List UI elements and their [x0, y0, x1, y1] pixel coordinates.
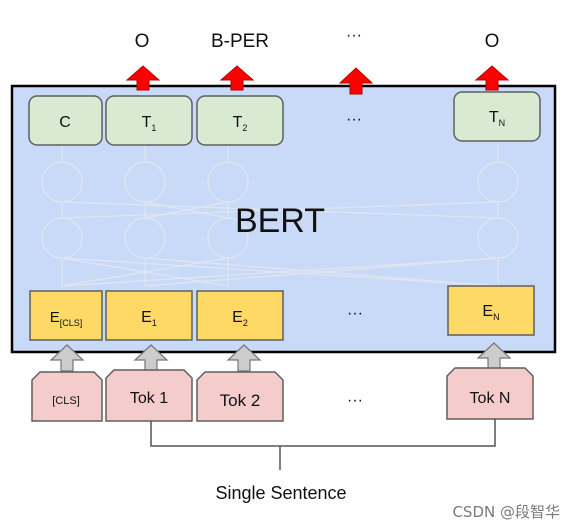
- t-row-ellipsis: ···: [346, 111, 362, 128]
- output-arrow-2: [219, 65, 255, 91]
- t-cell-2-label: T2: [233, 114, 248, 133]
- output-label-ellipsis: ···: [346, 27, 362, 44]
- token-ellipsis: ···: [347, 392, 363, 409]
- output-arrow-3: [338, 67, 374, 95]
- e-row: E[CLS] E1 E2 ··· EN: [29, 285, 535, 341]
- watermark: CSDN @段智华: [452, 503, 560, 521]
- e-cell-n: [447, 285, 535, 336]
- e-cell-n-label: EN: [482, 303, 499, 322]
- output-arrow-n: [474, 65, 510, 91]
- output-label-2: B-PER: [211, 31, 269, 52]
- e-cell-2: [196, 290, 284, 341]
- token-2-label: Tok 2: [220, 391, 261, 410]
- output-label-n: O: [485, 31, 500, 52]
- e-cell-cls: [29, 290, 103, 341]
- hidden-ellipsis-2: ···: [354, 237, 366, 251]
- e-cell-1-label: E1: [141, 309, 157, 328]
- t-cell-n: [453, 91, 541, 142]
- e-cell-1: [105, 290, 193, 341]
- token-cls: [31, 371, 103, 422]
- input-label: Single Sentence: [215, 483, 346, 503]
- input-arrow-cls: [49, 344, 85, 372]
- hidden-layers: [41, 145, 519, 287]
- token-row: [31, 367, 534, 422]
- input-bracket: [150, 419, 496, 470]
- t-cell-1-label: T1: [142, 114, 157, 133]
- t-row: C T1 T2 ··· TN: [28, 91, 541, 146]
- e-cell-2-label: E2: [232, 309, 248, 328]
- token-n-label: Tok N: [470, 390, 511, 407]
- input-arrows: [49, 342, 512, 372]
- bert-label: BERT: [235, 202, 325, 240]
- e-row-ellipsis: ···: [347, 305, 363, 322]
- token-n: [446, 367, 534, 420]
- t-cell-1: [105, 95, 193, 146]
- output-label-1: O: [135, 31, 150, 52]
- t-cell-2: [196, 95, 284, 146]
- e-cell-cls-label: E[CLS]: [50, 309, 83, 328]
- output-arrows: [125, 65, 510, 95]
- hidden-ellipsis-1: ···: [354, 181, 366, 195]
- input-arrow-n: [476, 342, 512, 370]
- t-cell-c: [28, 95, 103, 146]
- token-1-label: Tok 1: [130, 390, 168, 407]
- token-2: [196, 371, 284, 422]
- t-cell-n-label: TN: [489, 109, 505, 128]
- output-arrow-1: [125, 65, 161, 91]
- t-cell-c-label: C: [59, 114, 71, 131]
- token-1: [105, 369, 193, 422]
- input-arrow-2: [226, 344, 262, 372]
- input-arrow-1: [133, 344, 169, 372]
- token-cls-label: [CLS]: [52, 395, 80, 407]
